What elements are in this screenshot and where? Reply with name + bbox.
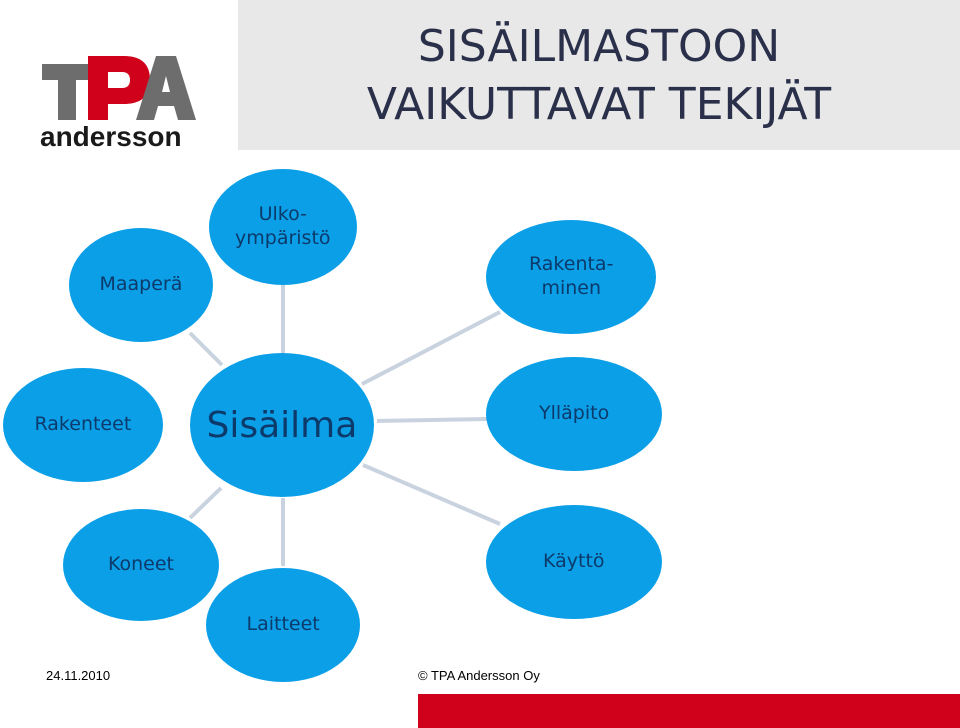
nodes: [3, 169, 662, 682]
footer-date: 24.11.2010: [46, 668, 111, 683]
factor-label-kaytto: Käyttö: [543, 550, 605, 574]
center-node-sisailma: [190, 353, 374, 497]
header-band: [238, 0, 960, 150]
logo-letter-p: [88, 56, 150, 120]
factor-node-rakenteet: [3, 368, 163, 482]
footer-copyright: © TPA Andersson Oy: [418, 668, 540, 683]
label-line: Käyttö: [543, 550, 605, 572]
factor-label-yllapito: Ylläpito: [539, 402, 609, 426]
label-line: Ylläpito: [539, 402, 610, 424]
factor-label-laitteet: Laitteet: [247, 613, 320, 637]
logo-letter-a: [136, 56, 196, 120]
tpa-andersson-logo: andersson: [40, 56, 196, 152]
label-line: minen: [541, 276, 601, 299]
factor-label-maapera: Maaperä: [100, 273, 183, 297]
company-logo: andersson: [38, 48, 196, 152]
label-line: Koneet: [108, 553, 175, 575]
footer-accent-bar: [418, 694, 960, 728]
factor-label-koneet: Koneet: [108, 553, 174, 577]
connector-line-1: [188, 331, 224, 367]
label-line: Rakenteet: [34, 413, 132, 435]
factor-node-ulkoymparisto: [209, 169, 357, 285]
factor-node-maapera: [69, 228, 213, 342]
label-line: Laitteet: [246, 613, 320, 635]
factor-node-laitteet: [206, 568, 360, 682]
label-line: Rakenta-: [529, 253, 614, 275]
page-title: SISÄILMASTOON VAIKUTTAVAT TEKIJÄT: [238, 18, 960, 134]
connectors: [188, 285, 501, 566]
label-line: ympäristö: [235, 226, 331, 249]
connector-line-5: [376, 417, 489, 423]
title-line-1: SISÄILMASTOON: [417, 21, 781, 72]
factor-node-kaytto: [486, 505, 662, 619]
center-label-sisailma: Sisäilma: [207, 403, 358, 448]
connector-line-3: [361, 310, 501, 386]
logo-letter-t-stem: [58, 64, 76, 120]
logo-wordmark: andersson: [40, 121, 182, 150]
title-line-2: VAIKUTTAVAT TEKIJÄT: [366, 79, 832, 130]
indoor-air-diagram: [3, 169, 662, 682]
factor-node-koneet: [63, 509, 219, 621]
label-line: Ulko-: [258, 203, 307, 225]
factor-label-rakenteet: Rakenteet: [35, 413, 132, 437]
factor-label-rakentaminen: Rakenta-minen: [529, 253, 613, 301]
label-line: Sisäilma: [206, 404, 358, 446]
factor-node-rakentaminen: [486, 220, 656, 334]
factor-node-yllapito: [486, 357, 662, 471]
connector-line-7: [188, 486, 223, 520]
connector-line-6: [362, 463, 501, 526]
label-line: Maaperä: [99, 273, 183, 295]
factor-label-ulkoymparisto: Ulko-ympäristö: [235, 203, 331, 251]
